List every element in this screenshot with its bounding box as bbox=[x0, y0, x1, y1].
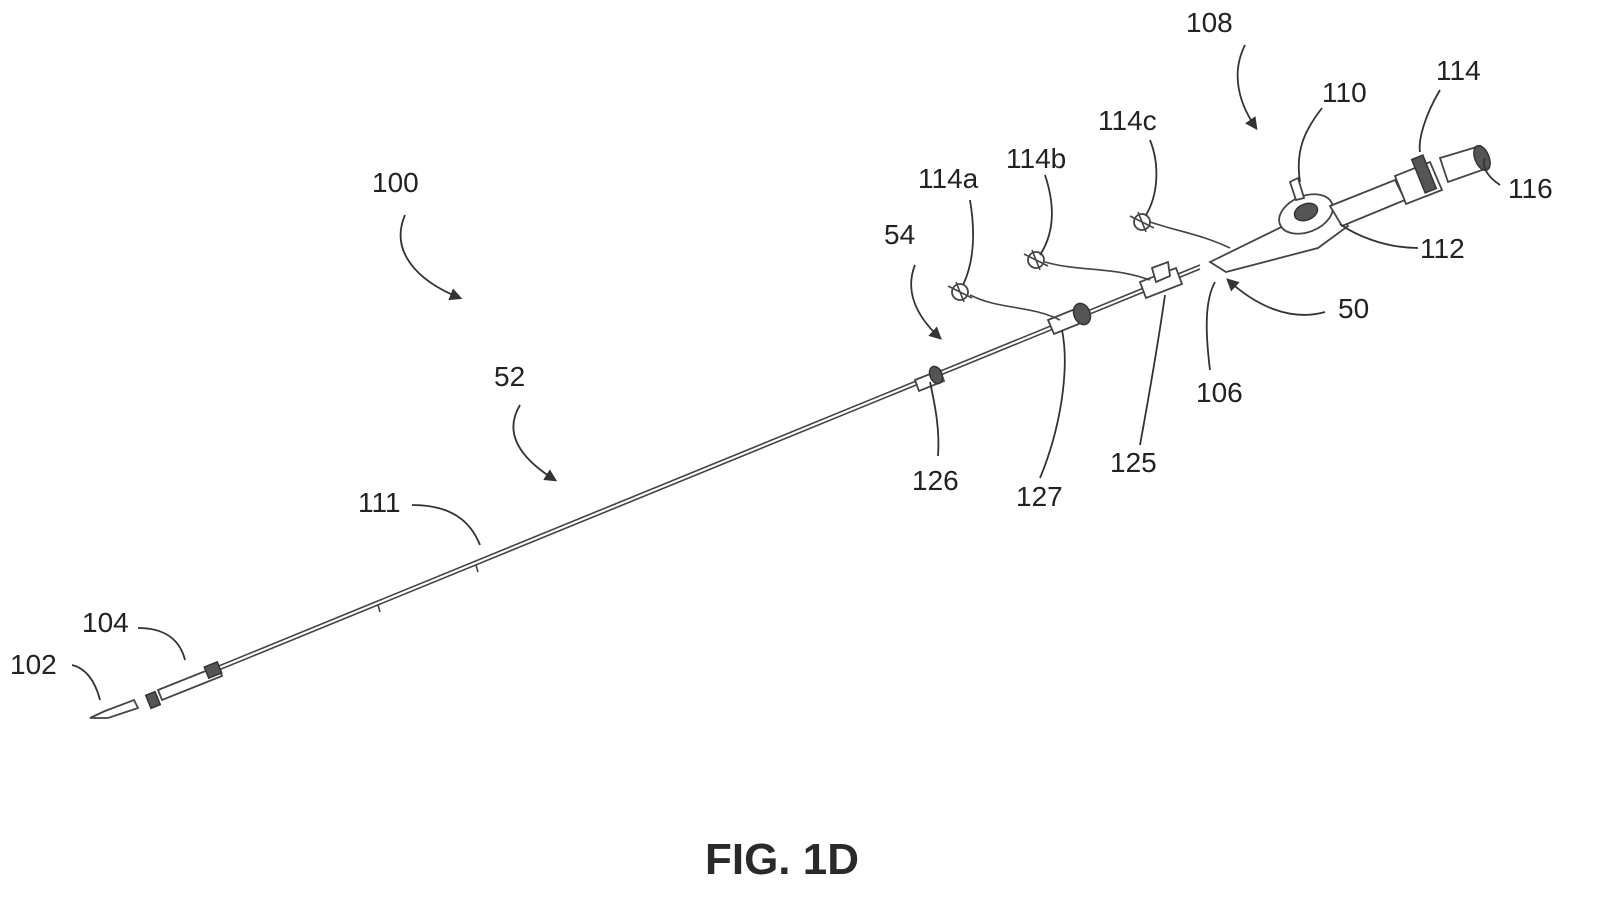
catheter-shaft-lower bbox=[159, 268, 1201, 695]
label-106: 106 bbox=[1196, 377, 1243, 408]
label-111: 111 bbox=[358, 487, 401, 518]
luer-114b bbox=[1023, 249, 1049, 271]
connector-125 bbox=[1138, 260, 1184, 300]
luer-114a bbox=[947, 281, 973, 303]
label-54: 54 bbox=[884, 219, 915, 250]
label-116: 116 bbox=[1508, 173, 1553, 204]
leader-lines bbox=[71, 44, 1501, 701]
label-125: 125 bbox=[1110, 447, 1157, 478]
figure-caption: FIG. 1D bbox=[705, 835, 859, 884]
label-100: 100 bbox=[372, 167, 419, 198]
handle bbox=[1208, 144, 1491, 273]
catheter-shaft-upper bbox=[159, 264, 1201, 691]
luer-114c bbox=[1129, 211, 1155, 233]
label-50: 50 bbox=[1338, 293, 1369, 324]
label-114: 114 bbox=[1436, 55, 1481, 86]
label-110: 110 bbox=[1322, 77, 1367, 108]
ring-126 bbox=[913, 365, 946, 393]
label-104: 104 bbox=[82, 607, 129, 638]
reference-labels: 100 52 54 50 108 110 114 116 112 114a 11… bbox=[10, 7, 1553, 680]
label-52: 52 bbox=[494, 361, 525, 392]
label-114c: 114c bbox=[1098, 105, 1157, 136]
side-tube-114a bbox=[969, 294, 1061, 321]
label-112: 112 bbox=[1420, 233, 1465, 264]
label-127: 127 bbox=[1016, 481, 1063, 512]
label-114a: 114a bbox=[918, 163, 979, 194]
side-tube-114b bbox=[1044, 261, 1151, 281]
label-102: 102 bbox=[10, 649, 57, 680]
label-114b: 114b bbox=[1006, 143, 1066, 174]
distal-tip bbox=[89, 660, 224, 719]
catheter-device bbox=[89, 144, 1491, 719]
label-108: 108 bbox=[1186, 7, 1233, 38]
connector-127 bbox=[1046, 302, 1092, 336]
label-126: 126 bbox=[912, 465, 959, 496]
side-tube-114c bbox=[1149, 221, 1231, 249]
